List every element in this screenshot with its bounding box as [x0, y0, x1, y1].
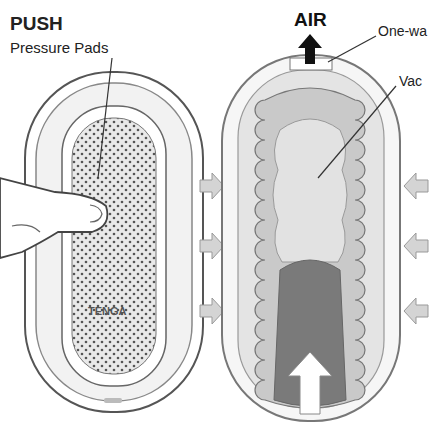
device-front [25, 72, 203, 412]
leader-line [328, 36, 376, 62]
leader-line [98, 58, 112, 178]
part-label: One-wa [378, 24, 427, 38]
finger [0, 178, 107, 258]
part-label: Pressure Pads [10, 40, 108, 55]
device-section [222, 55, 400, 421]
flow-label: AIR [294, 10, 327, 29]
callout-heading: PUSH [10, 14, 63, 33]
part-label: Vac [399, 74, 422, 88]
air-arrow [298, 34, 322, 64]
leader-line [318, 86, 396, 178]
brand-logo: TENGA [88, 306, 127, 317]
